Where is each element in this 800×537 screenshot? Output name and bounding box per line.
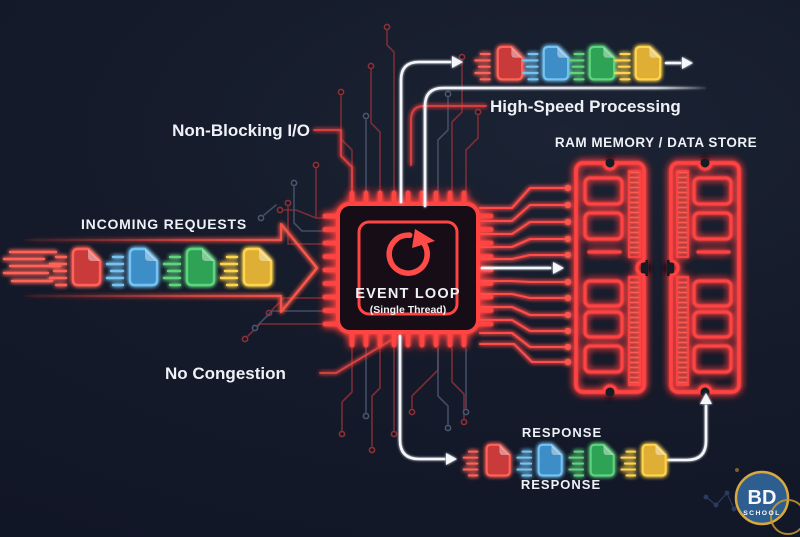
- document-icon-red: [462, 443, 511, 477]
- arrowhead-ram: [553, 262, 564, 274]
- bd-school-logo: BD SCHOOL: [703, 468, 800, 535]
- document-icon-green: [568, 45, 616, 81]
- flow-arrows: [398, 56, 712, 465]
- logo-text-primary: BD: [748, 487, 777, 509]
- circuit-traces: [241, 23, 482, 454]
- label-high-speed-processing: High-Speed Processing: [490, 97, 681, 116]
- document-icon-green: [568, 443, 615, 477]
- non-blocking-connector: [313, 129, 353, 191]
- chip-subtitle: (Single Thread): [370, 304, 446, 316]
- chip-title: EVENT LOOP: [355, 286, 460, 302]
- logo-ring: [770, 499, 800, 535]
- ram-stick-1: [574, 158, 648, 397]
- line-high-speed: [423, 86, 707, 208]
- arrowhead-output-exit: [682, 57, 693, 69]
- label-ram-memory: RAM MEMORY / DATA STORE: [555, 135, 757, 150]
- chip-inner-frame: [357, 220, 459, 316]
- arrow-response-to-ram: [666, 404, 708, 462]
- chip-body: [336, 202, 480, 334]
- processed-documents: [474, 45, 662, 81]
- chip-pins: [322, 190, 494, 348]
- label-no-congestion: No Congestion: [165, 364, 286, 383]
- arrowhead-response: [446, 453, 457, 465]
- logo-text-secondary: SCHOOL: [743, 510, 780, 517]
- bokeh-dot: [735, 468, 739, 472]
- document-icon-yellow: [614, 45, 662, 81]
- ram-sticks: [574, 158, 741, 397]
- label-non-blocking-io: Non-Blocking I/O: [172, 121, 310, 140]
- label-response-bottom: RESPONSE: [521, 477, 601, 492]
- ram-contact-dots: [564, 184, 572, 366]
- document-icon-red: [474, 45, 524, 81]
- response-documents: [462, 443, 667, 477]
- no-congestion-connector: [319, 338, 394, 374]
- cpu-chip: EVENT LOOP (Single Thread): [322, 190, 494, 348]
- incoming-speed-lines: [2, 250, 62, 283]
- logo-disc: [734, 470, 790, 526]
- document-icon-green: [162, 247, 216, 287]
- label-incoming-requests: INCOMING REQUESTS: [81, 216, 247, 232]
- refresh-icon: [386, 229, 435, 276]
- ram-stick-2: [667, 158, 741, 397]
- document-icon-blue: [522, 45, 570, 81]
- arrow-chip-to-output: [399, 60, 452, 204]
- document-icon-blue: [105, 247, 159, 287]
- incoming-documents: [2, 247, 273, 287]
- label-response-top: RESPONSE: [522, 425, 602, 440]
- chip-to-ram-lines: [478, 184, 572, 366]
- document-icon-blue: [516, 443, 563, 477]
- arrow-chip-to-response: [398, 334, 446, 461]
- incoming-arrow-outline: [25, 222, 319, 314]
- document-icon-yellow: [219, 247, 273, 287]
- document-icon-yellow: [620, 443, 667, 477]
